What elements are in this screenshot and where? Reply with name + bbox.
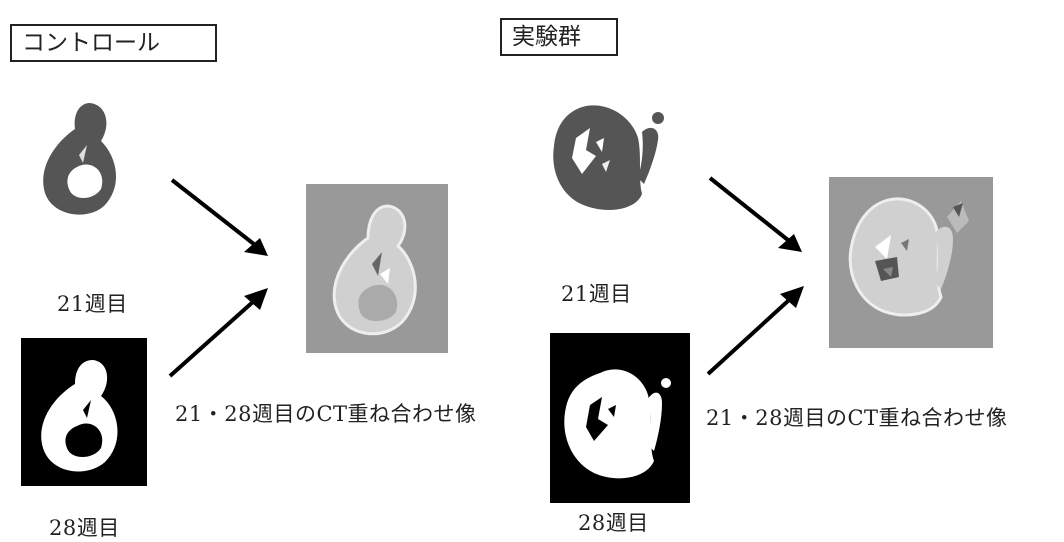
control-week28-caption: 28週目 (49, 516, 120, 540)
experimental-week21-caption: 21週目 (561, 282, 632, 306)
experimental-group-label: 実験群 (500, 18, 618, 56)
control-week21-scan (35, 97, 130, 222)
experimental-overlay-caption: 21・28週目のCT重ね合わせ像 (706, 406, 1008, 430)
control-group-label: コントロール (10, 24, 217, 62)
control-week28-scan (21, 338, 147, 486)
experimental-week28-scan (550, 333, 690, 503)
control-week21-caption: 21週目 (57, 292, 128, 316)
experimental-week21-scan (546, 98, 676, 218)
arrow-exp-week28-to-overlay-icon (700, 276, 815, 381)
control-overlay-image (306, 184, 448, 353)
experimental-week28-caption: 28週目 (578, 511, 649, 535)
experimental-overlay-image (829, 177, 993, 348)
arrow-exp-week21-to-overlay-icon (700, 170, 815, 270)
arrow-week28-to-overlay-icon (160, 278, 280, 383)
arrow-week21-to-overlay-icon (160, 170, 280, 270)
control-overlay-caption: 21・28週目のCT重ね合わせ像 (175, 402, 477, 426)
